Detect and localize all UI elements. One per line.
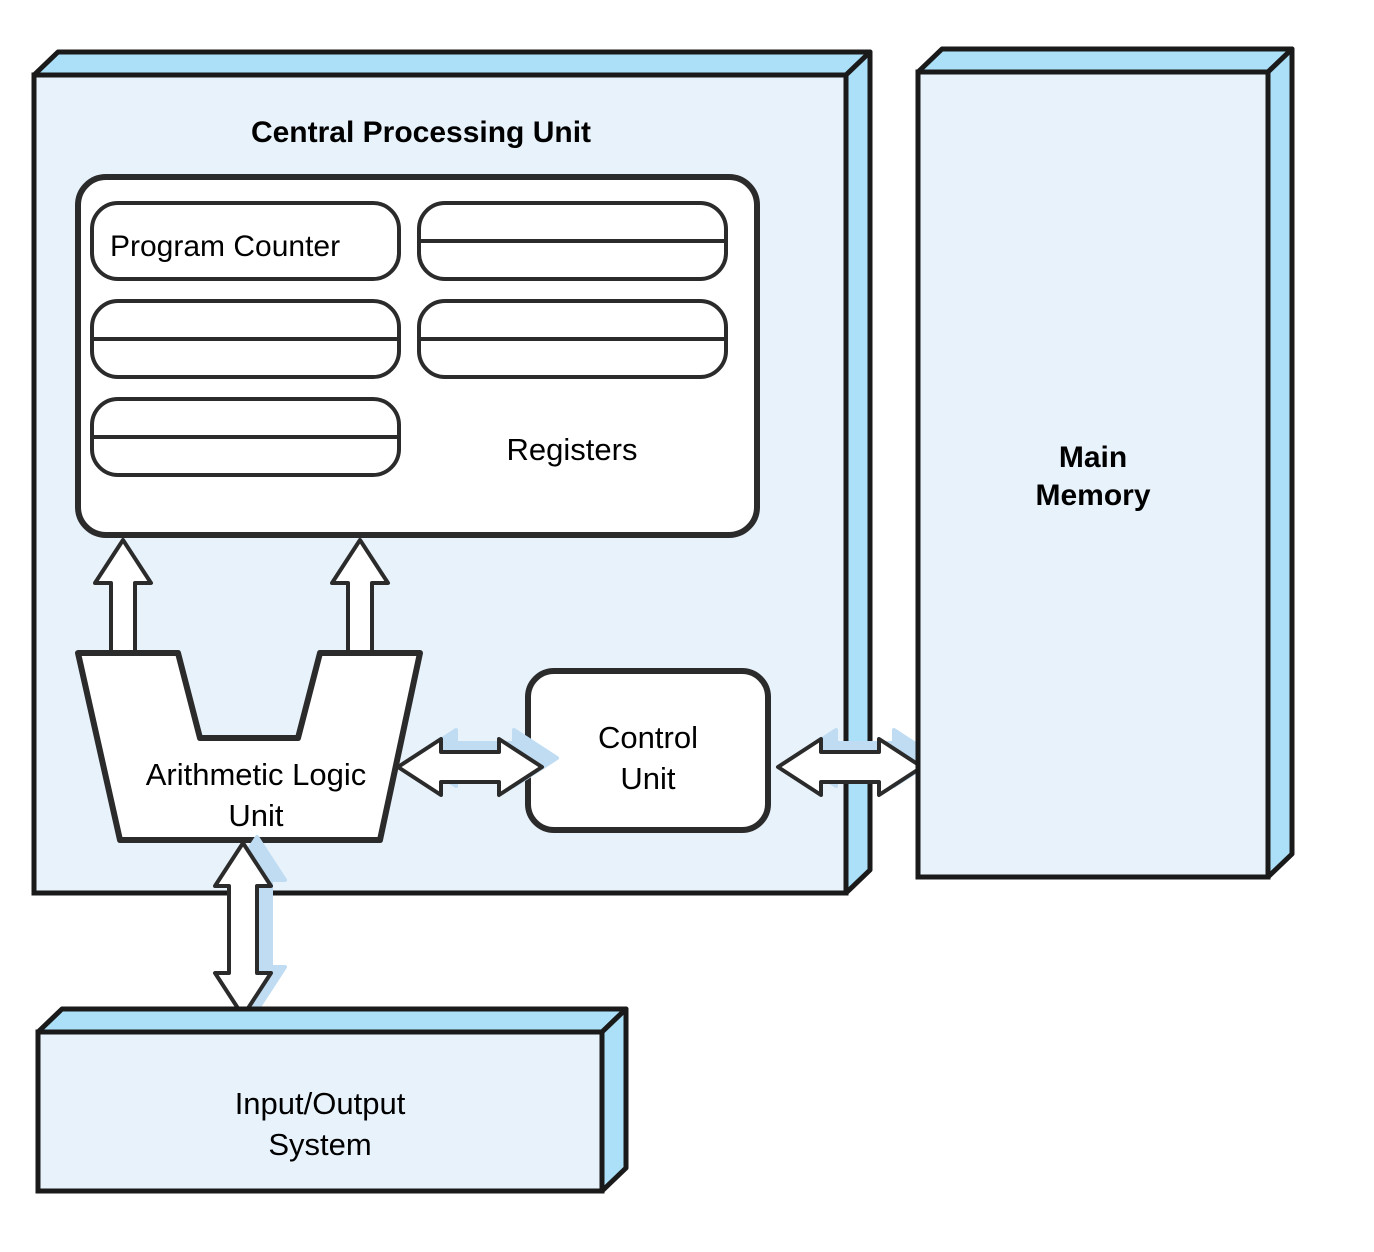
- alu-label-line2: Unit: [228, 798, 284, 833]
- io-system-side-face: [599, 1006, 629, 1194]
- register-cell-box: [90, 201, 401, 281]
- main-memory-block[interactable]: Main Memory: [915, 46, 1295, 880]
- io-system-top-face: [35, 1006, 629, 1035]
- main-memory-front-face: [915, 69, 1271, 880]
- register-cell[interactable]: [90, 397, 401, 477]
- register-cell-label: Program Counter: [110, 230, 340, 263]
- io-system-label-line1: Input/Output: [235, 1086, 406, 1121]
- main-memory-side-face: [1265, 46, 1295, 880]
- alu-shape: [75, 650, 423, 843]
- main-memory-label-line2: Memory: [1035, 479, 1150, 512]
- control-unit-label-line1: Control: [598, 720, 698, 755]
- alu-to-control-unit-arrow-icon: [396, 728, 559, 797]
- io-system-block[interactable]: Input/Output System: [35, 1006, 629, 1194]
- io-system-label-line2: System: [268, 1127, 371, 1162]
- register-cell[interactable]: [417, 299, 728, 379]
- alu-block[interactable]: Arithmetic Logic Unit: [75, 650, 423, 843]
- control-unit-to-main-memory-arrow-icon: [776, 728, 939, 797]
- main-memory-top-face: [915, 46, 1295, 75]
- cpu-title: Central Processing Unit: [251, 116, 591, 149]
- registers-label: Registers: [507, 432, 638, 467]
- alu-label-line1: Arithmetic Logic: [146, 757, 367, 792]
- register-cell[interactable]: [417, 201, 728, 281]
- cpu-top-face: [31, 49, 873, 78]
- control-unit-block[interactable]: Control Unit: [525, 668, 771, 833]
- control-unit-label-line2: Unit: [620, 761, 676, 796]
- register-cell[interactable]: Program Counter: [90, 201, 401, 281]
- io-system-front-face: [35, 1029, 605, 1194]
- main-memory-label-line1: Main: [1059, 441, 1127, 474]
- registers-container[interactable]: Program Counter Registers: [75, 174, 760, 538]
- register-cell[interactable]: [90, 299, 401, 379]
